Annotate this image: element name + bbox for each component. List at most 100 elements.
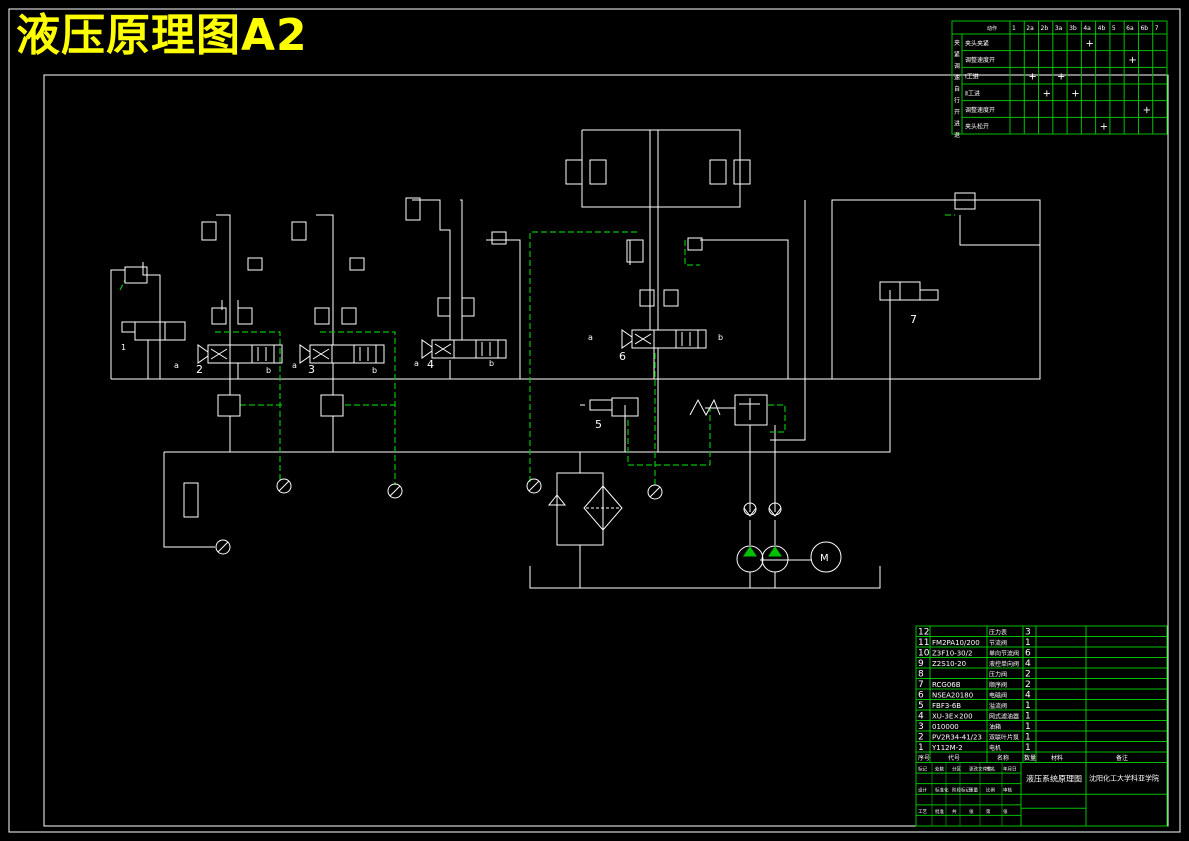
part-qty: 4 [1025,691,1031,701]
part-no: 10 [918,649,930,659]
part-qty: 6 [1025,649,1031,659]
action-group-label: 退 [954,131,960,139]
parts-header-no: 序号 [918,754,930,762]
component-number-1: 1 [121,343,126,352]
circuit-lines [110,129,1041,589]
parts-header-qty: 数量 [1024,754,1036,762]
sign-label: 标准化 [935,787,949,794]
part-name: 压力阀 [989,671,1007,679]
part-qty: 3 [1025,628,1031,638]
port-labels: a b a b a b a b [174,333,723,375]
port-label-a: a [588,333,593,342]
action-group-label: 进 [954,120,960,128]
sign-label: 阶段标记 [952,787,970,794]
part-code: XU-3E×200 [932,713,973,721]
port-label-b: b [489,359,494,368]
part-no: 4 [918,712,924,722]
drawing-title: 液压原理图A2 [16,10,308,61]
action-mark: + [1100,122,1108,133]
sign-label: 审核 [1003,787,1012,794]
action-mark: + [1043,88,1051,99]
action-row-label: 调整速度开 [965,56,995,64]
school-name: 沈阳化工大学科亚学院 [1089,773,1159,782]
action-column-header: 5 [1112,25,1116,32]
action-row-label: 调整速度开 [965,106,995,114]
action-mark: + [1071,88,1079,99]
part-name: 双联叶片泵 [989,734,1019,742]
part-no: 9 [918,659,924,669]
part-code: Y112M-2 [931,744,963,752]
action-row-label: Ⅱ工进 [965,89,980,97]
part-code: FM2PA10/200 [932,639,980,647]
oil-filter [547,485,623,531]
part-code: FBF3-6B [932,702,961,710]
component-number-2: 2 [196,363,203,376]
action-mark: + [1143,105,1151,116]
part-name: 节流阀 [989,639,1007,647]
part-code: 010000 [932,723,959,731]
sign-label: 比例 [986,787,995,794]
port-label-b: b [718,333,723,342]
part-qty: 1 [1025,733,1031,743]
directional-valves [121,159,976,518]
part-name: 电机 [989,744,1001,752]
port-label-b: b [372,366,377,375]
action-group-label: 紧 [954,51,960,59]
action-column-header: 3b [1069,25,1077,32]
action-mark: + [1028,72,1036,83]
part-qty: 2 [1025,680,1031,690]
part-qty: 1 [1025,722,1031,732]
parts-header-code: 代号 [948,754,960,762]
action-row-label: 夹头夹紧 [965,39,989,47]
part-code: NSEA20180 [932,692,973,700]
part-no: 8 [918,670,924,680]
pump-motor [736,502,842,573]
sign-label: 分区 [952,766,961,773]
component-number-6: 6 [619,350,626,363]
action-column-header: 4a [1083,25,1091,32]
action-group-label: 速 [954,75,960,82]
action-group-label: 开 [954,109,960,116]
port-label-a: a [292,361,297,370]
part-name: 顺序阀 [989,681,1007,689]
sign-label: 第 [986,808,991,815]
action-mark: + [1057,72,1065,83]
valve-symbols [210,332,760,420]
action-row-label: Ⅰ工进 [965,73,979,81]
action-column-header: 7 [1155,25,1159,32]
action-group-label: 夹 [954,39,960,47]
part-qty: 1 [1025,712,1031,722]
part-qty: 4 [1025,659,1031,669]
action-row-label: 夹头松开 [965,123,989,131]
motor-label: M [820,553,829,564]
action-column-header: 4b [1098,25,1106,32]
sign-label: 标记 [918,766,927,773]
part-name: 溢流阀 [989,702,1007,710]
parts-header-name: 名称 [997,754,1009,762]
port-label-a: a [414,359,419,368]
action-header-cell: 动作 [987,25,997,32]
part-no: 6 [918,691,924,701]
pressure-gauges [215,478,663,555]
part-no: 2 [918,733,924,743]
sign-label: 重量 [969,787,978,794]
action-mark: + [1086,38,1094,49]
parts-header-remark: 备注 [1116,754,1128,762]
port-label-b: b [266,366,271,375]
part-qty: 1 [1025,701,1031,711]
part-code: Z2S10-20 [932,660,966,668]
part-name: 单向节流阀 [989,650,1019,658]
part-name: 电磁阀 [989,692,1007,700]
action-column-header: 3a [1055,25,1063,32]
port-label-a: a [174,361,179,370]
action-group-label: 自 [954,85,960,93]
action-group-label: 行 [954,97,960,105]
part-qty: 1 [1025,743,1031,753]
part-name: 油箱 [989,723,1001,731]
part-qty: 1 [1025,638,1031,648]
part-no: 12 [918,628,929,638]
sign-label: 更改文件号 [969,766,992,773]
component-number-5: 5 [595,418,602,431]
